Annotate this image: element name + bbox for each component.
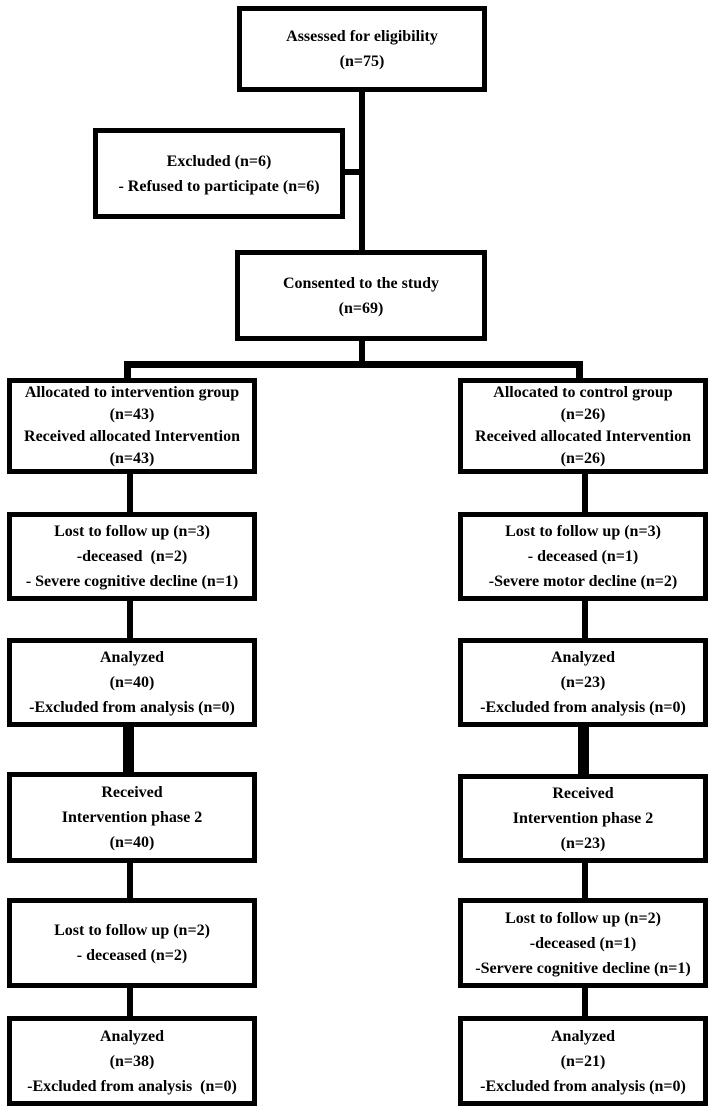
box-line: -deceased (n=1) xyxy=(529,934,637,952)
connector-right-alloc-to-lost1 xyxy=(582,472,588,514)
box-analyzed2-control: Analyzed (n=21) -Excluded from analysis … xyxy=(458,1016,708,1106)
box-line: (n=43) xyxy=(109,450,155,467)
connector-left-lost2-to-analyzed2 xyxy=(127,986,133,1018)
box-line: - Refused to participate (n=6) xyxy=(118,177,320,195)
box-line: Analyzed xyxy=(100,1027,164,1045)
box-line: (n=38) xyxy=(109,1052,155,1070)
box-line: Received xyxy=(552,785,614,802)
connector-right-phase2-to-lost2 xyxy=(582,861,588,900)
box-line: -Excluded from analysis (n=0) xyxy=(29,699,235,716)
connector-branch-horizontal xyxy=(124,361,583,368)
box-allocated-intervention: Allocated to intervention group (n=43) R… xyxy=(7,378,257,474)
connector-branch-right-stub xyxy=(576,366,583,380)
box-line: Received allocated Intervention xyxy=(24,428,240,445)
box-line: (n=40) xyxy=(109,834,155,851)
box-line: (n=69) xyxy=(338,299,384,317)
box-consented: Consented to the study (n=69) xyxy=(235,250,487,341)
box-line: Analyzed xyxy=(551,1027,615,1045)
box-lost-followup1-intervention: Lost to follow up (n=3) -deceased (n=2) … xyxy=(7,512,257,601)
box-line: -Servere cognitive decline (n=1) xyxy=(475,959,691,977)
box-line: Excluded (n=6) xyxy=(166,152,272,170)
box-phase2-control: Received Intervention phase 2 (n=23) xyxy=(458,774,708,863)
connector-branch-left-stub xyxy=(124,366,131,380)
box-line: - deceased (n=1) xyxy=(527,548,639,565)
connector-left-analyzed1-to-phase2 xyxy=(123,725,134,774)
box-line: (n=26) xyxy=(560,406,606,423)
box-lost-followup1-control: Lost to follow up (n=3) - deceased (n=1)… xyxy=(458,512,708,601)
box-line: - Severe cognitive decline (n=1) xyxy=(25,573,239,590)
box-line: Assessed for eligibility xyxy=(286,28,438,45)
box-line: Consented to the study xyxy=(282,274,439,292)
box-line: Lost to follow up (n=2) xyxy=(505,909,661,927)
box-line: -Excluded from analysis (n=0) xyxy=(27,1077,237,1095)
box-allocated-control: Allocated to control group (n=26) Receiv… xyxy=(458,378,708,474)
box-lost-followup2-control: Lost to follow up (n=2) -deceased (n=1) … xyxy=(458,898,708,988)
box-line: Lost to follow up (n=2) xyxy=(54,922,210,939)
box-line: Analyzed xyxy=(100,649,164,666)
box-line: Intervention phase 2 xyxy=(512,810,654,827)
connector-left-alloc-to-lost1 xyxy=(127,472,133,514)
connector-excluded-branch xyxy=(343,169,361,175)
box-line: (n=26) xyxy=(560,450,606,467)
box-line: (n=23) xyxy=(560,835,606,852)
connector-assessed-to-consented xyxy=(359,90,365,252)
box-analyzed2-intervention: Analyzed (n=38) -Excluded from analysis … xyxy=(7,1016,257,1106)
box-assessed-eligibility: Assessed for eligibility (n=75) xyxy=(237,6,487,92)
connector-right-analyzed1-to-phase2 xyxy=(578,725,589,776)
connector-left-phase2-to-lost2 xyxy=(127,861,133,900)
box-line: Received xyxy=(101,784,163,801)
box-line: (n=23) xyxy=(560,674,606,691)
box-line: -Severe motor decline (n=2) xyxy=(488,573,678,590)
box-analyzed1-intervention: Analyzed (n=40) -Excluded from analysis … xyxy=(7,638,257,727)
box-line: -Excluded from analysis (n=0) xyxy=(480,1077,686,1095)
box-excluded: Excluded (n=6) - Refused to participate … xyxy=(93,128,345,219)
box-line: Received allocated Intervention xyxy=(475,428,691,445)
box-line: Allocated to control group xyxy=(493,384,673,401)
box-lost-followup2-intervention: Lost to follow up (n=2) - deceased (n=2) xyxy=(7,898,257,988)
box-line: -Excluded from analysis (n=0) xyxy=(480,699,686,716)
box-line: Analyzed xyxy=(551,649,615,666)
box-line: Allocated to intervention group xyxy=(24,384,240,401)
connector-right-lost2-to-analyzed2 xyxy=(582,986,588,1018)
box-analyzed1-control: Analyzed (n=23) -Excluded from analysis … xyxy=(458,638,708,727)
connector-right-lost1-to-analyzed1 xyxy=(582,599,588,640)
box-line: -deceased (n=2) xyxy=(76,548,188,565)
box-line: (n=21) xyxy=(560,1052,606,1070)
box-line: (n=75) xyxy=(339,53,385,70)
box-phase2-intervention: Received Intervention phase 2 (n=40) xyxy=(7,772,257,863)
box-line: Intervention phase 2 xyxy=(61,809,203,826)
connector-left-lost1-to-analyzed1 xyxy=(127,599,133,640)
box-line: (n=43) xyxy=(109,406,155,423)
box-line: (n=40) xyxy=(109,674,155,691)
connector-consented-to-branch xyxy=(359,339,365,367)
box-line: Lost to follow up (n=3) xyxy=(54,523,210,540)
box-line: Lost to follow up (n=3) xyxy=(505,523,661,540)
box-line: - deceased (n=2) xyxy=(76,947,188,964)
